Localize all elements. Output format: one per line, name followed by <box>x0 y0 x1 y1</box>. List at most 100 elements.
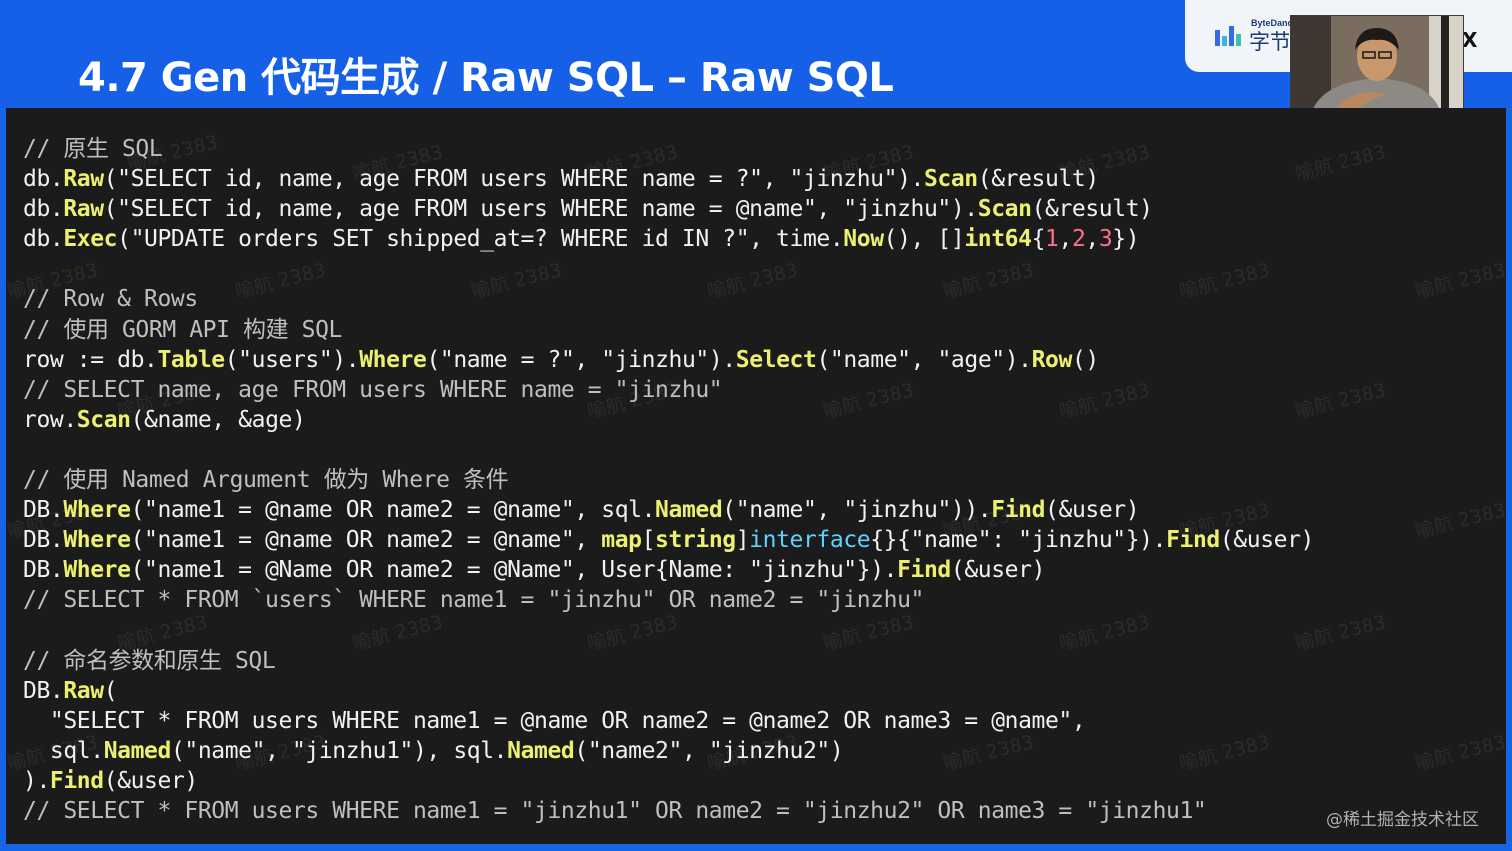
code-line <box>23 254 1314 284</box>
code-line <box>23 435 1314 465</box>
code-line: row.Scan(&name, &age) <box>23 405 1314 435</box>
code-token: db. <box>23 226 64 253</box>
code-token: ("name1 = @name OR name2 = @name", sql. <box>130 497 656 524</box>
code-token: (&name, &age) <box>130 406 306 433</box>
code-token: ("users"). <box>224 346 360 373</box>
code-line: DB.Where("name1 = @Name OR name2 = @Name… <box>23 555 1314 585</box>
code-token: Scan <box>977 196 1032 223</box>
code-token: ("UPDATE orders SET shipped_at=? WHERE i… <box>117 226 844 253</box>
code-token: () <box>1071 346 1099 373</box>
code-line: "SELECT * FROM users WHERE name1 = @name… <box>23 706 1314 736</box>
code-token: Raw <box>63 677 104 704</box>
code-token: (&user) <box>103 767 199 794</box>
code-token: Where <box>63 527 131 554</box>
code-token: // 使用 Named Argument 做为 Where 条件 <box>23 467 509 494</box>
code-line: // 命名参数和原生 SQL <box>23 646 1314 676</box>
code-line: row := db.Table("users").Where("name = ?… <box>23 345 1314 375</box>
code-token: Select <box>735 346 817 373</box>
code-token: (&result) <box>1031 196 1153 223</box>
code-line: ).Find(&user) <box>23 766 1314 796</box>
code-line: db.Raw("SELECT id, name, age FROM users … <box>23 194 1314 224</box>
code-token: [ <box>641 527 656 554</box>
code-token: sql. <box>23 737 104 764</box>
code-token: {}{"name": "jinzhu"}). <box>870 527 1167 554</box>
code-line: // SELECT * FROM `users` WHERE name1 = "… <box>23 585 1314 615</box>
code-line <box>23 616 1314 646</box>
presenter-video-icon <box>1291 16 1463 114</box>
code-token: Named <box>655 497 723 524</box>
code-token: ("SELECT id, name, age FROM users WHERE … <box>103 196 978 223</box>
code-token: ("name = ?", "jinzhu"). <box>426 346 736 373</box>
code-token: // Row & Rows <box>23 286 198 313</box>
code-token: Named <box>507 737 575 764</box>
watermark: 喻航 2383 <box>1413 731 1509 775</box>
code-line: // 使用 GORM API 构建 SQL <box>23 315 1314 345</box>
watermark: 喻航 2383 <box>1413 259 1509 303</box>
code-line: DB.Raw( <box>23 676 1314 706</box>
code-token: ("name", "jinzhu")). <box>722 497 992 524</box>
code-token: (&user) <box>1045 497 1140 524</box>
code-token: Raw <box>63 166 104 193</box>
code-token: // 命名参数和原生 SQL <box>23 647 276 674</box>
code-token: ( <box>103 677 118 704</box>
code-token: Scan <box>76 406 131 433</box>
code-token: ("SELECT id, name, age FROM users WHERE … <box>103 166 925 193</box>
bytedance-logo-icon <box>1215 26 1241 46</box>
code-token: ("name", "age"). <box>816 346 1032 373</box>
code-token: Where <box>359 346 427 373</box>
code-token: Where <box>63 557 131 584</box>
code-token: (), [] <box>883 226 965 253</box>
webcam-video <box>1290 15 1464 115</box>
code-token: DB. <box>23 557 64 584</box>
code-token: // SELECT name, age FROM users WHERE nam… <box>23 376 723 403</box>
code-line: // Row & Rows <box>23 284 1314 314</box>
code-token: 3 <box>1098 226 1113 253</box>
juejin-watermark: @稀土掘金技术社区 <box>1326 810 1479 830</box>
code-token: Find <box>1166 527 1220 554</box>
code-token: Raw <box>63 196 104 223</box>
code-panel: 喻航 2383 喻航 2383 喻航 2383 喻航 2383 喻航 2383 … <box>5 108 1509 844</box>
slide-title: 4.7 Gen 代码生成 / Raw SQL – Raw SQL <box>78 55 894 101</box>
code-token: map <box>601 527 642 554</box>
code-token: DB. <box>23 527 64 554</box>
code-token: Exec <box>63 226 118 253</box>
code-token: Where <box>63 497 131 524</box>
code-token: string <box>655 527 736 554</box>
code-token: // SELECT * FROM users WHERE name1 = "ji… <box>23 798 1207 825</box>
code-token: Find <box>897 557 951 584</box>
code-token: Find <box>49 767 104 794</box>
code-token: ("name2", "jinzhu2") <box>574 737 844 764</box>
code-token: interface <box>749 527 871 554</box>
code-token: Scan <box>923 166 978 193</box>
code-line: // SELECT * FROM users WHERE name1 = "ji… <box>23 796 1314 826</box>
code-token: ). <box>23 767 50 794</box>
code-token: (&result) <box>977 166 1099 193</box>
code-token: Now <box>843 226 884 253</box>
code-token: ("name1 = @name OR name2 = @name", <box>130 527 602 554</box>
code-line: // 原生 SQL <box>23 134 1314 164</box>
code-line: DB.Where("name1 = @name OR name2 = @name… <box>23 525 1314 555</box>
code-token: // 原生 SQL <box>23 136 163 162</box>
code-token: ] <box>735 527 750 554</box>
code-token: 2 <box>1071 226 1086 253</box>
code-token: Find <box>991 497 1046 524</box>
close-icon[interactable]: X <box>1462 28 1478 52</box>
logo-cn-text: 字节跳动 <box>1249 30 1289 54</box>
code-line: // SELECT name, age FROM users WHERE nam… <box>23 375 1314 405</box>
code-token: DB. <box>23 497 64 524</box>
watermark: 喻航 2383 <box>1413 499 1509 543</box>
code-line: sql.Named("name", "jinzhu1"), sql.Named(… <box>23 736 1314 766</box>
logo-small-text: ByteDance <box>1251 18 1298 28</box>
code-token: { <box>1031 226 1046 253</box>
code-token: (&user) <box>1219 527 1315 554</box>
code-token: row. <box>23 406 77 433</box>
code-token: ("name", "jinzhu1"), sql. <box>170 737 508 764</box>
code-token: db. <box>23 166 64 193</box>
code-token: Row <box>1031 346 1073 373</box>
code-token: "SELECT * FROM users WHERE name1 = @name… <box>23 707 1086 734</box>
code-token: , <box>1058 226 1072 253</box>
code-line: // 使用 Named Argument 做为 Where 条件 <box>23 465 1314 495</box>
code-token: db. <box>23 196 64 223</box>
code-token: (&user) <box>950 557 1046 584</box>
